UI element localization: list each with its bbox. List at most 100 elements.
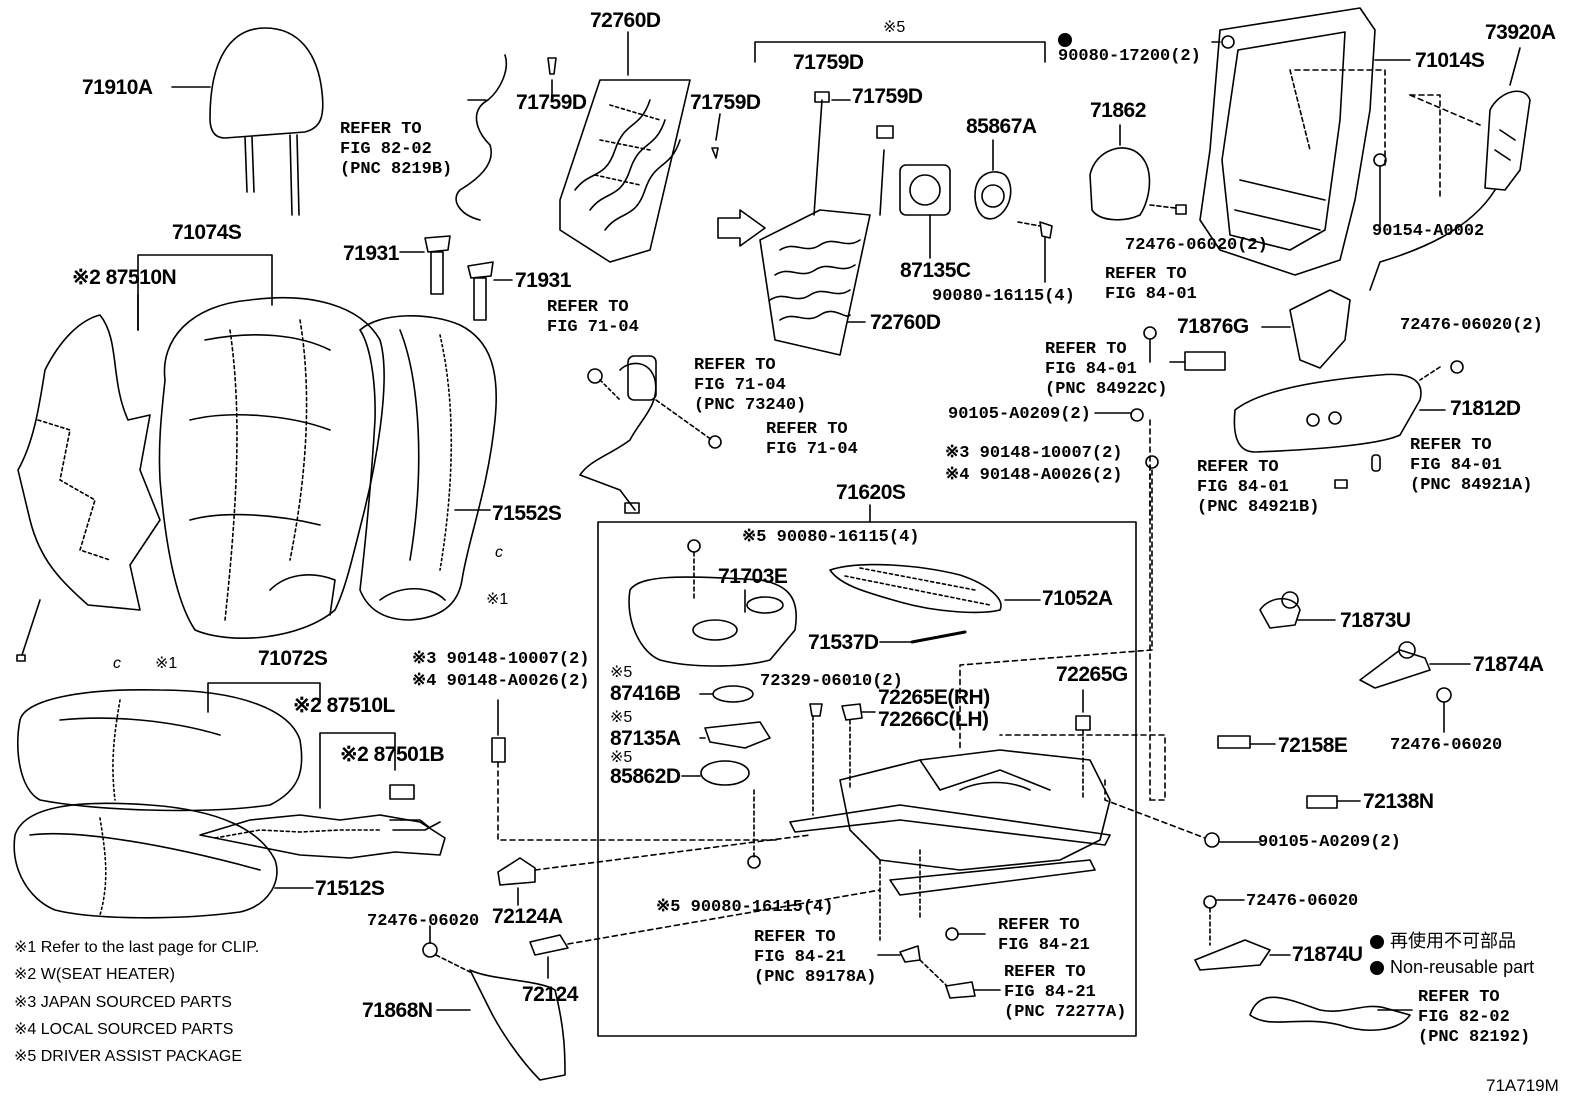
callout-bolt-17200[interactable]: 90080-17200(2) bbox=[1058, 33, 1201, 67]
callout-72124a[interactable]: 72124A bbox=[492, 905, 563, 928]
callout-wire-71537[interactable]: 71537D bbox=[808, 631, 879, 654]
harness-82-02 bbox=[1249, 996, 1411, 1031]
callout-clip-d[interactable]: 71759D bbox=[852, 85, 923, 108]
ref-line: FIG 71-04 bbox=[766, 440, 858, 459]
callout-bolt-16115-top[interactable]: 90080-16115(4) bbox=[932, 287, 1075, 306]
callout-lumbar-bottom[interactable]: 72760D bbox=[870, 311, 941, 334]
callout-side-airbag[interactable]: 73920A bbox=[1485, 21, 1556, 44]
callout-pan[interactable]: 71703E bbox=[718, 565, 788, 588]
callout-motor[interactable]: 87135C bbox=[900, 259, 971, 282]
ref-71-04-c[interactable]: REFER TO FIG 71-04 bbox=[766, 420, 858, 460]
clip-c-mark-b: c bbox=[113, 655, 121, 672]
ref-line: FIG 84-21 bbox=[754, 948, 846, 967]
ref-84-01-a[interactable]: REFER TO FIG 84-01 bbox=[1105, 265, 1197, 305]
cushion-pad bbox=[13, 802, 278, 919]
ref-line: FIG 84-01 bbox=[1410, 456, 1502, 475]
ref-71-04-b[interactable]: REFER TO FIG 71-04 (PNC 73240) bbox=[694, 356, 806, 416]
ref-84-21-b[interactable]: REFER TO FIG 84-21 (PNC 89178A) bbox=[754, 928, 876, 988]
ref-84-21-a[interactable]: REFER TO FIG 84-21 bbox=[998, 916, 1090, 956]
ref-84-01-c[interactable]: REFER TO FIG 84-01 (PNC 84921A) bbox=[1410, 436, 1532, 496]
cushion-heater bbox=[199, 814, 446, 859]
ref-line: FIG 84-01 bbox=[1197, 478, 1289, 497]
callout-rh[interactable]: 72265E(RH) bbox=[878, 686, 990, 709]
callout-cover-71862[interactable]: 71862 bbox=[1090, 99, 1146, 122]
ref-line: (PNC 84922C) bbox=[1045, 380, 1168, 399]
callout-71874u[interactable]: 71874U bbox=[1292, 943, 1363, 966]
callout-72124[interactable]: 72124 bbox=[522, 983, 578, 1006]
callout-nut-06020-e[interactable]: 72476-06020 bbox=[367, 912, 480, 931]
callout-87416b[interactable]: 87416B bbox=[610, 682, 681, 705]
callout-bolt-x3-right[interactable]: ※3 90148-10007(2) bbox=[945, 444, 1123, 463]
ref-line: (PNC 8219B) bbox=[340, 160, 453, 179]
callout-cushion-assy[interactable]: 71072S bbox=[258, 647, 328, 670]
callout-72138n[interactable]: 72138N bbox=[1363, 790, 1434, 813]
ref-line: REFER TO bbox=[1410, 436, 1492, 455]
callout-heater-ecu[interactable]: ※2 87501B bbox=[340, 743, 445, 766]
callout-back-pad[interactable]: 71552S bbox=[492, 502, 562, 525]
adjuster-box bbox=[597, 521, 1137, 1037]
callout-headrest[interactable]: 71910A bbox=[82, 76, 153, 99]
callout-back-heater[interactable]: ※2 87510N bbox=[72, 266, 177, 289]
ref-71-04-a[interactable]: REFER TO FIG 71-04 bbox=[547, 298, 639, 338]
ref-line: REFER TO bbox=[547, 298, 629, 317]
callout-nut-06020-d[interactable]: 72476-06020 bbox=[1246, 892, 1359, 911]
ref-line: REFER TO bbox=[754, 928, 836, 947]
callout-lumbar-top[interactable]: 72760D bbox=[590, 9, 661, 32]
back-heater bbox=[17, 314, 161, 611]
callout-71874a[interactable]: 71874A bbox=[1473, 653, 1544, 676]
callout-72158e[interactable]: 72158E bbox=[1278, 734, 1348, 757]
callout-bracket-71876g[interactable]: 71876G bbox=[1177, 315, 1249, 338]
callout-support-2[interactable]: 71931 bbox=[515, 269, 571, 292]
ref-line: (PNC 82192) bbox=[1418, 1028, 1531, 1047]
callout-85862d[interactable]: 85862D bbox=[610, 765, 681, 788]
diagram-code: 71A719M bbox=[1486, 1076, 1559, 1095]
ref-84-01-b[interactable]: REFER TO FIG 84-01 (PNC 84922C) bbox=[1045, 340, 1167, 400]
callout-bolt-x4-left[interactable]: ※4 90148-A0026(2) bbox=[412, 672, 590, 691]
ref-82-02-a[interactable]: REFER TO FIG 82-02 (PNC 8219B) bbox=[340, 120, 452, 180]
ref-line: REFER TO bbox=[1105, 265, 1187, 284]
callout-clip-a[interactable]: 71759D bbox=[516, 91, 587, 114]
callout-bolt-x3-left[interactable]: ※3 90148-10007(2) bbox=[412, 650, 590, 669]
ref-line: REFER TO bbox=[1004, 963, 1086, 982]
callout-bolt-x5-bottom[interactable]: ※5 90080-16115(4) bbox=[656, 898, 834, 917]
ref-line: FIG 84-01 bbox=[1105, 285, 1197, 304]
callout-ring[interactable]: 85867A bbox=[966, 115, 1037, 138]
callout-bolt-x4-right[interactable]: ※4 90148-A0026(2) bbox=[945, 466, 1123, 485]
callout-lh[interactable]: 72266C(LH) bbox=[878, 708, 989, 731]
ref-84-01-d[interactable]: REFER TO FIG 84-01 (PNC 84921B) bbox=[1197, 458, 1319, 518]
callout-frame[interactable]: 71014S bbox=[1415, 49, 1485, 72]
callout-clip-b[interactable]: 71759D bbox=[690, 91, 761, 114]
callout-cushion-heater[interactable]: ※2 87510L bbox=[293, 694, 395, 717]
ref-line: FIG 71-04 bbox=[547, 318, 639, 337]
callout-nut-06020-a[interactable]: 72476-06020(2) bbox=[1125, 236, 1268, 255]
callout-87135a[interactable]: 87135A bbox=[610, 727, 681, 750]
callout-nut-06020-c[interactable]: 72476-06020 bbox=[1390, 736, 1503, 755]
callout-back-cover[interactable]: 71074S bbox=[172, 221, 242, 244]
callout-cushion-pad[interactable]: 71512S bbox=[315, 877, 385, 900]
callout-bolt-a0002[interactable]: 90154-A0002 bbox=[1372, 222, 1485, 241]
side-shield bbox=[1233, 373, 1422, 453]
callout-71873u[interactable]: 71873U bbox=[1340, 609, 1411, 632]
headrest-part bbox=[209, 27, 324, 216]
callout-clip-06010[interactable]: 72329-06010(2) bbox=[760, 672, 903, 691]
harness-71-04 bbox=[579, 362, 657, 511]
callout-spring[interactable]: 71052A bbox=[1042, 587, 1113, 610]
callout-shield[interactable]: 71812D bbox=[1450, 397, 1521, 420]
ref-line: REFER TO bbox=[1045, 340, 1127, 359]
callout-71868n[interactable]: 71868N bbox=[362, 999, 433, 1022]
seat-adjuster bbox=[789, 749, 1111, 941]
ref-82-02-b[interactable]: REFER TO FIG 82-02 (PNC 82192) bbox=[1418, 988, 1530, 1048]
callout-bolt-a0209-a[interactable]: 90105-A0209(2) bbox=[948, 405, 1091, 424]
callout-bolt-a0209-b[interactable]: 90105-A0209(2) bbox=[1258, 833, 1401, 852]
callout-bolt-x5-top[interactable]: ※5 90080-16115(4) bbox=[742, 528, 920, 547]
ref-84-21-c[interactable]: REFER TO FIG 84-21 (PNC 72277A) bbox=[1004, 963, 1126, 1023]
callout-72265g[interactable]: 72265G bbox=[1056, 663, 1128, 686]
callout-clip-c[interactable]: 71759D bbox=[793, 51, 864, 74]
ref-line: FIG 82-02 bbox=[1418, 1008, 1510, 1027]
ref-line: (PNC 72277A) bbox=[1004, 1003, 1127, 1022]
callout-nut-06020-b[interactable]: 72476-06020(2) bbox=[1400, 316, 1543, 335]
ref-line: FIG 84-01 bbox=[1045, 360, 1137, 379]
callout-adjuster[interactable]: 71620S bbox=[836, 481, 906, 504]
callout-support-1[interactable]: 71931 bbox=[343, 242, 399, 265]
